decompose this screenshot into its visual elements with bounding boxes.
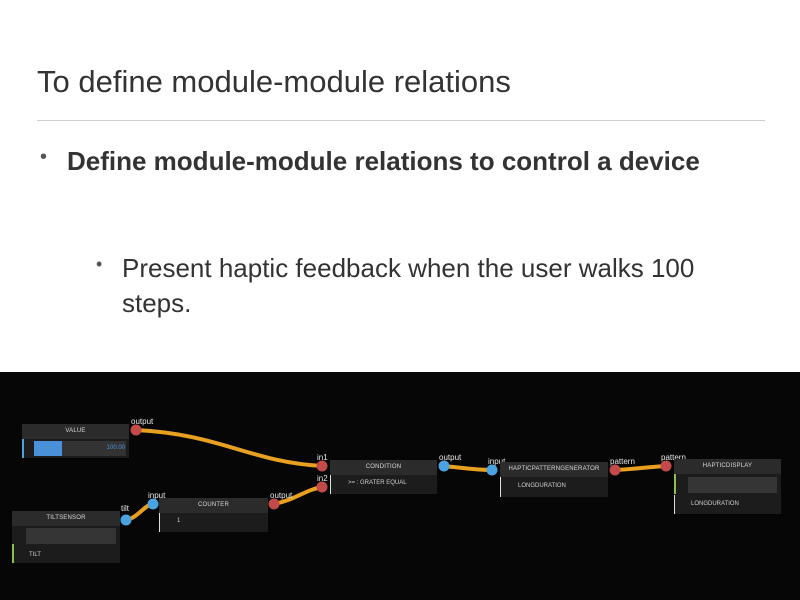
tiltsensor-node[interactable]: TILTSENSOR TILT [12, 511, 120, 563]
condition-left-marker [330, 475, 331, 494]
tiltsensor-left-marker [12, 544, 14, 563]
condition-node-title: CONDITION [330, 460, 437, 475]
title-divider [37, 120, 765, 121]
bullet-2-text: Present haptic feedback when the user wa… [122, 253, 695, 318]
condition-output-port[interactable] [438, 460, 450, 472]
connection-layer [120, 424, 672, 526]
generator-input-port[interactable] [486, 464, 498, 476]
tiltsensor-node-title: TILTSENSOR [12, 511, 120, 526]
value-left-marker [22, 439, 24, 458]
wire-value-to-condition-in1[interactable] [135, 428, 323, 468]
value-readout: 100.00 [106, 445, 125, 451]
counter-left-marker [159, 513, 160, 532]
hapticpatterngenerator-node-body: LONGDURATION [500, 477, 608, 497]
wire-condition-to-generator[interactable] [443, 464, 493, 472]
generator-pattern-label: pattern [610, 457, 635, 466]
node-editor[interactable]: output tilt input output in1 in2 output … [0, 372, 800, 600]
condition-output-label: output [439, 453, 462, 462]
tiltsensor-node-body: TILT [12, 526, 120, 563]
condition-node-body: >= : GRATER EQUAL [330, 475, 437, 494]
counter-node-body: 1 [159, 513, 268, 532]
generator-duration[interactable]: LONGDURATION [518, 483, 566, 489]
hapticdisplay-left-marker [674, 474, 676, 494]
hapticdisplay-node-title: HAPTICDISPLAY [674, 459, 781, 474]
value-node-body: 100.00 [22, 439, 129, 458]
condition-in2-label: in2 [317, 474, 328, 483]
condition-in1-label: in1 [317, 453, 328, 462]
generator-pattern-port[interactable] [609, 464, 621, 476]
hapticdisplay-node-body: LONGDURATION [674, 474, 781, 514]
wire-generator-to-display[interactable] [614, 464, 667, 472]
display-pattern-port[interactable] [660, 460, 672, 472]
value-slider-fill [34, 441, 62, 456]
counter-output-port[interactable] [268, 498, 280, 510]
value-output-port[interactable] [130, 424, 142, 436]
value-slider[interactable] [34, 441, 126, 456]
tilt-output-port[interactable] [120, 514, 132, 526]
condition-node[interactable]: CONDITION >= : GRATER EQUAL [330, 460, 437, 494]
hapticdisplay-preview [688, 477, 777, 493]
bullet-1-text: Define module-module relations to contro… [67, 146, 700, 176]
condition-in2-port[interactable] [316, 481, 328, 493]
generator-left-marker [500, 477, 501, 497]
tiltsensor-field: TILT [29, 552, 41, 558]
value-node[interactable]: VALUE 100.00 [22, 424, 129, 458]
counter-value: 1 [177, 518, 181, 524]
hapticpatterngenerator-node[interactable]: HAPTICPATTERNGENERATOR LONGDURATION [500, 462, 608, 497]
tilt-output-label: tilt [121, 504, 129, 513]
condition-in1-port[interactable] [316, 460, 328, 472]
hapticdisplay-left-marker-2 [674, 495, 675, 514]
tiltsensor-display [26, 528, 116, 544]
counter-output-label: output [270, 491, 293, 500]
counter-node-title: COUNTER [159, 498, 268, 513]
counter-input-label: input [148, 491, 166, 500]
bullet-dot-2: • [96, 254, 103, 274]
condition-operator[interactable]: >= : GRATER EQUAL [348, 480, 407, 486]
display-pattern-label: pattern [661, 453, 686, 462]
value-node-title: VALUE [22, 424, 129, 439]
counter-node[interactable]: COUNTER 1 [159, 498, 268, 532]
slide-title: To define module-module relations [37, 64, 511, 99]
generator-input-label: input [488, 457, 506, 466]
hapticdisplay-duration: LONGDURATION [691, 501, 739, 507]
counter-input-port[interactable] [147, 498, 159, 510]
hapticpatterngenerator-node-title: HAPTICPATTERNGENERATOR [500, 462, 608, 477]
value-output-label: output [131, 417, 154, 426]
hapticdisplay-node[interactable]: HAPTICDISPLAY LONGDURATION [674, 459, 781, 514]
bullet-dot-1: • [40, 146, 48, 168]
